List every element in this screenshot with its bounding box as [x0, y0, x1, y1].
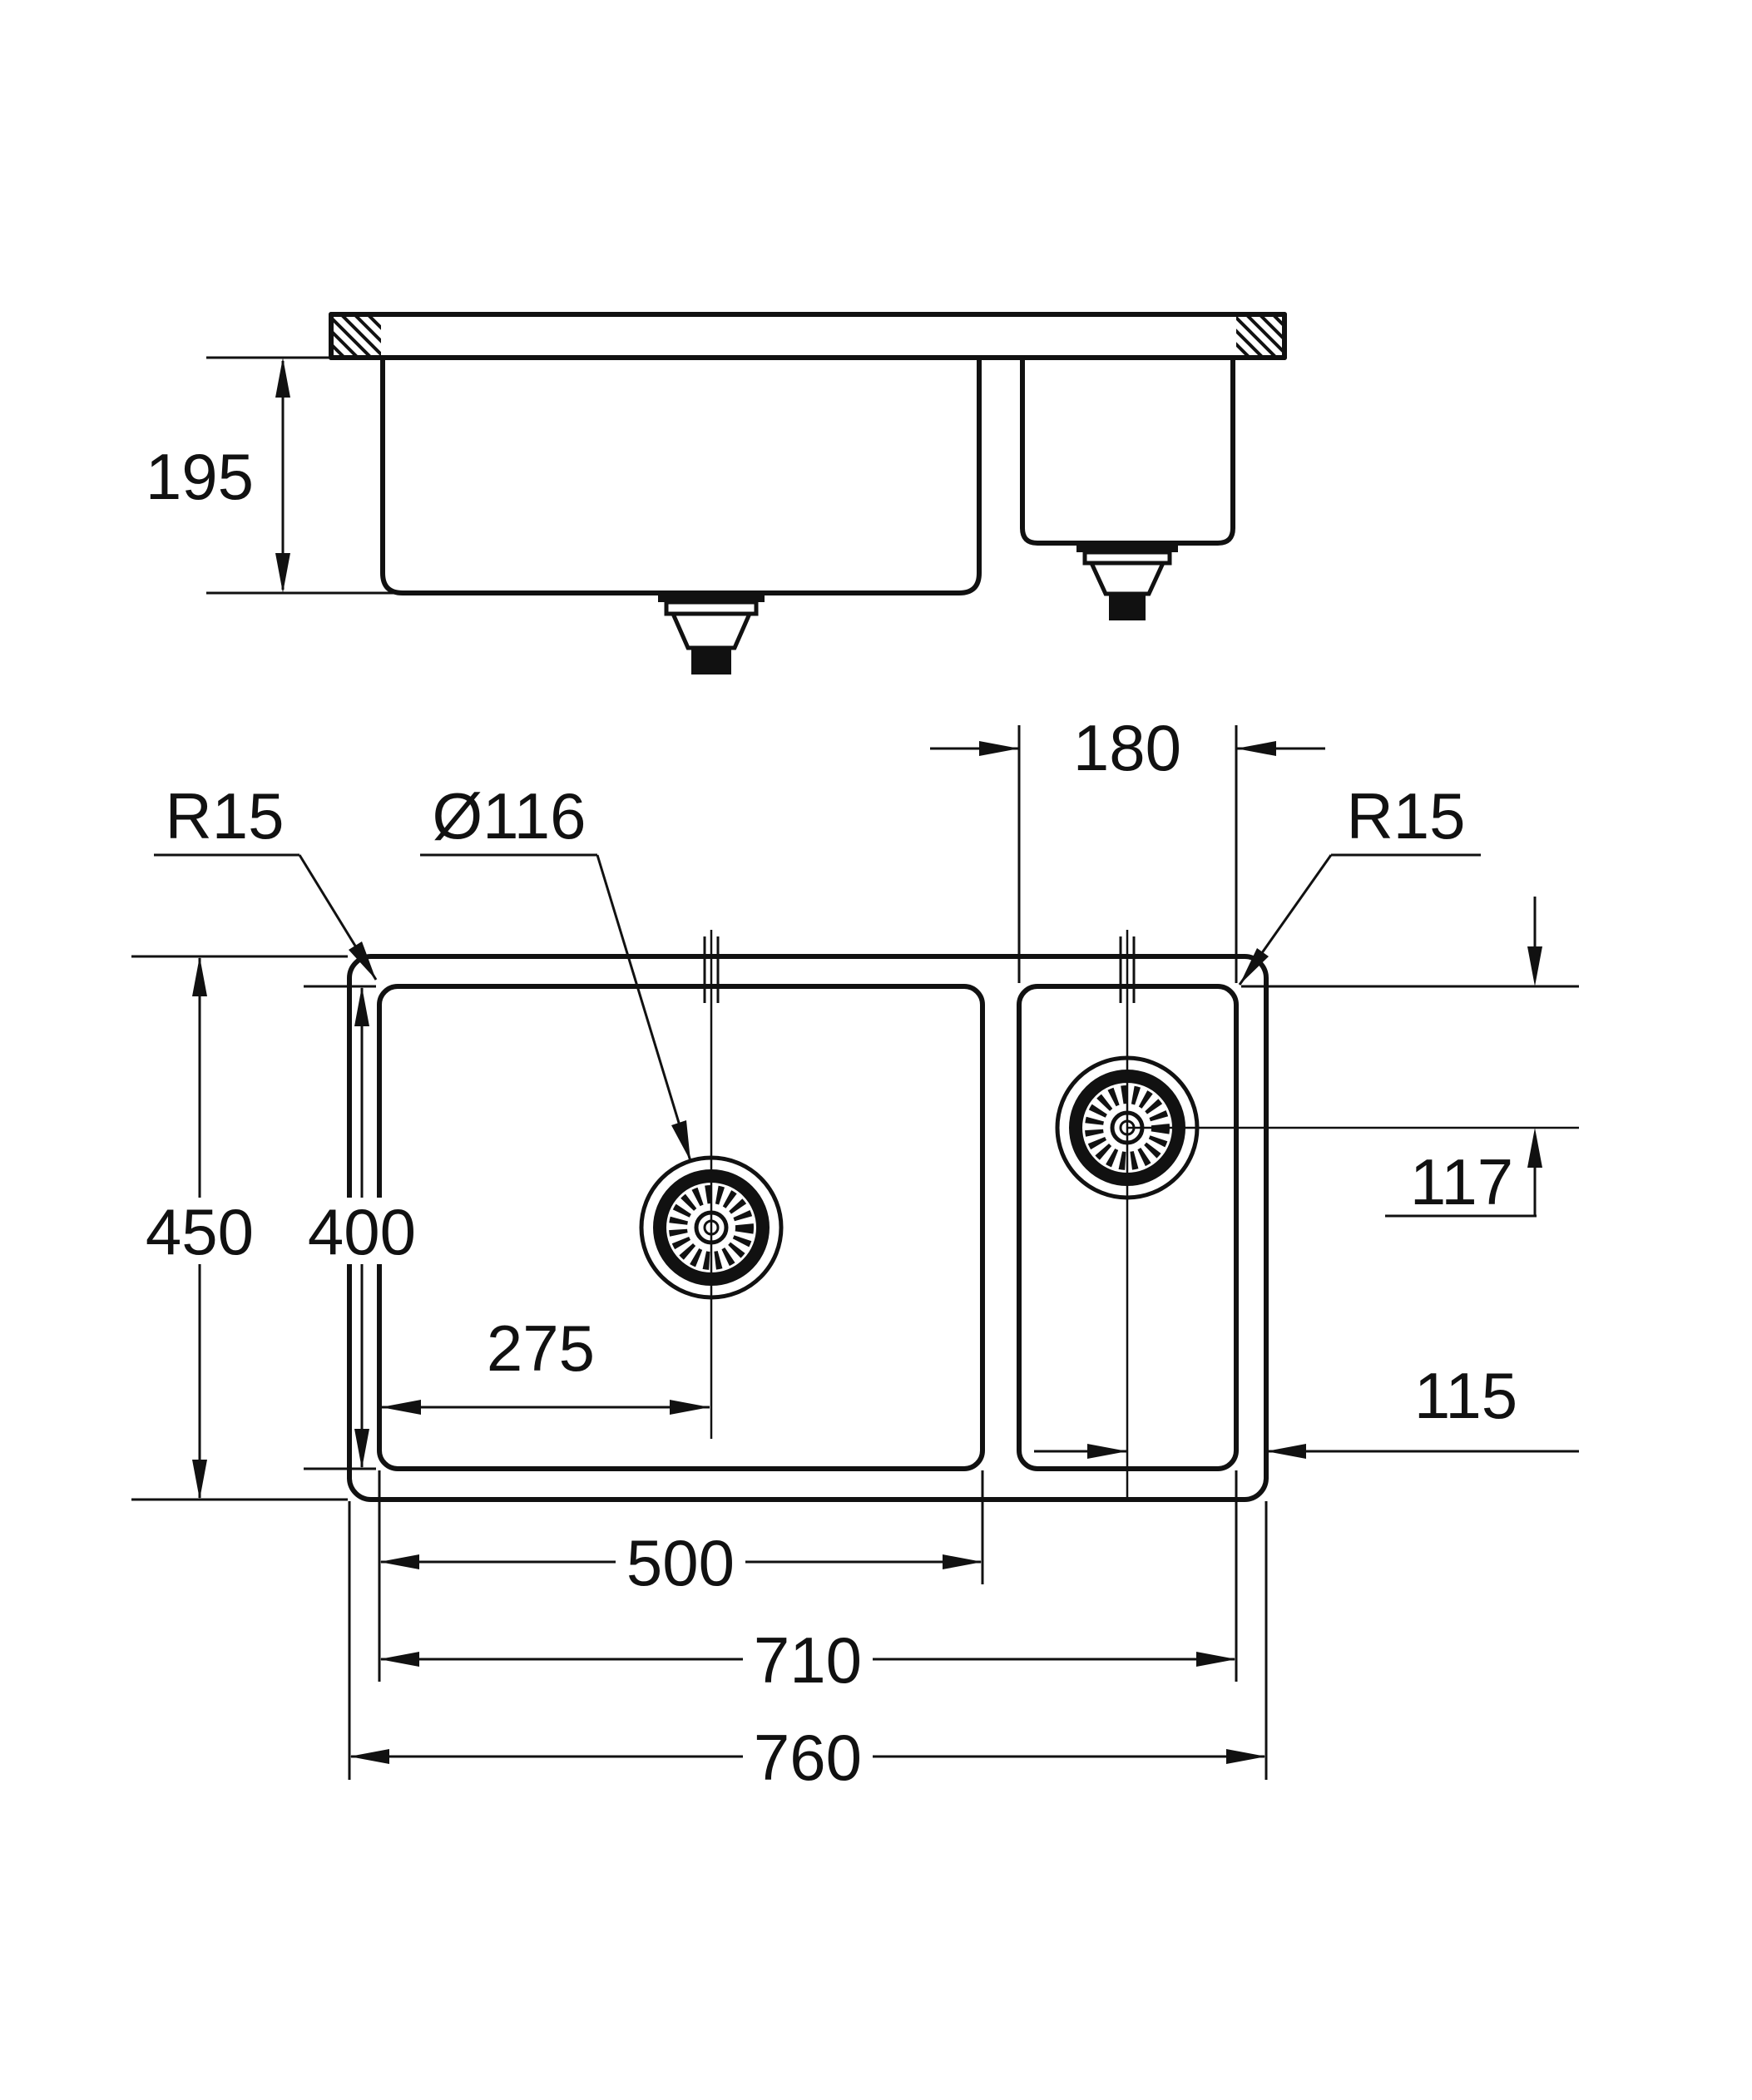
dimension-inner-span-710: 710: [379, 1623, 1236, 1697]
countertop-slab: [329, 312, 1287, 360]
small-drain-top-offset-label: 117: [1410, 1145, 1513, 1218]
dimension-depth-195: 195: [146, 356, 401, 595]
corner-radius-left-label: R15: [165, 779, 284, 852]
dimension-overall-width-760: 760: [349, 1721, 1266, 1794]
main-drain-centerline: [703, 930, 720, 1439]
small-drain-section: [1076, 543, 1178, 620]
overall-width-label: 760: [754, 1721, 862, 1794]
dimension-corner-radius-right: R15: [1238, 779, 1481, 986]
dimension-overall-height-450: 450: [131, 955, 348, 1501]
small-drain-plan: [1055, 1055, 1200, 1200]
overall-height-label: 450: [146, 1195, 254, 1268]
dimension-drain-diameter: Ø116: [420, 779, 692, 1162]
bowl-height-label: 400: [308, 1195, 416, 1268]
dimension-bowl-width-500: 500: [379, 1526, 982, 1599]
main-drain-plan: [639, 1155, 784, 1300]
sink-outer-edge: [347, 954, 1269, 1502]
drain-diameter-label: Ø116: [432, 779, 586, 852]
main-drain-section: [658, 593, 765, 674]
inner-span-label: 710: [754, 1623, 862, 1697]
plan-view: R15 Ø116 180 R15: [131, 711, 1579, 1794]
dimension-corner-radius-left: R15: [154, 779, 378, 981]
dimension-small-bowl-width-180: 180: [930, 711, 1325, 983]
corner-radius-right-label: R15: [1346, 779, 1465, 852]
dimension-bowl-height-400: 400: [300, 985, 423, 1470]
bottom-extension-lines: [348, 1470, 1268, 1780]
small-drain-right-offset-label: 115: [1414, 1359, 1517, 1432]
countertop-hatch-right: [1236, 316, 1283, 356]
small-bowl-width-label: 180: [1073, 711, 1181, 784]
section-view: 195: [146, 312, 1287, 674]
bowl-width-label: 500: [626, 1526, 735, 1599]
small-bowl-section: [1020, 355, 1235, 546]
drain-offset-label: 275: [487, 1312, 595, 1385]
depth-label: 195: [146, 440, 254, 513]
dimension-small-drain-right-offset-115: 115: [1034, 1359, 1579, 1459]
countertop-hatch-left: [333, 316, 381, 356]
dimension-drain-offset-275: 275: [381, 1312, 710, 1415]
main-bowl-plan: [377, 984, 985, 1471]
dimension-small-drain-top-offset-117: 117: [1241, 897, 1579, 1218]
main-bowl-section: [380, 355, 982, 595]
small-drain-centerline: [1119, 930, 1579, 1497]
